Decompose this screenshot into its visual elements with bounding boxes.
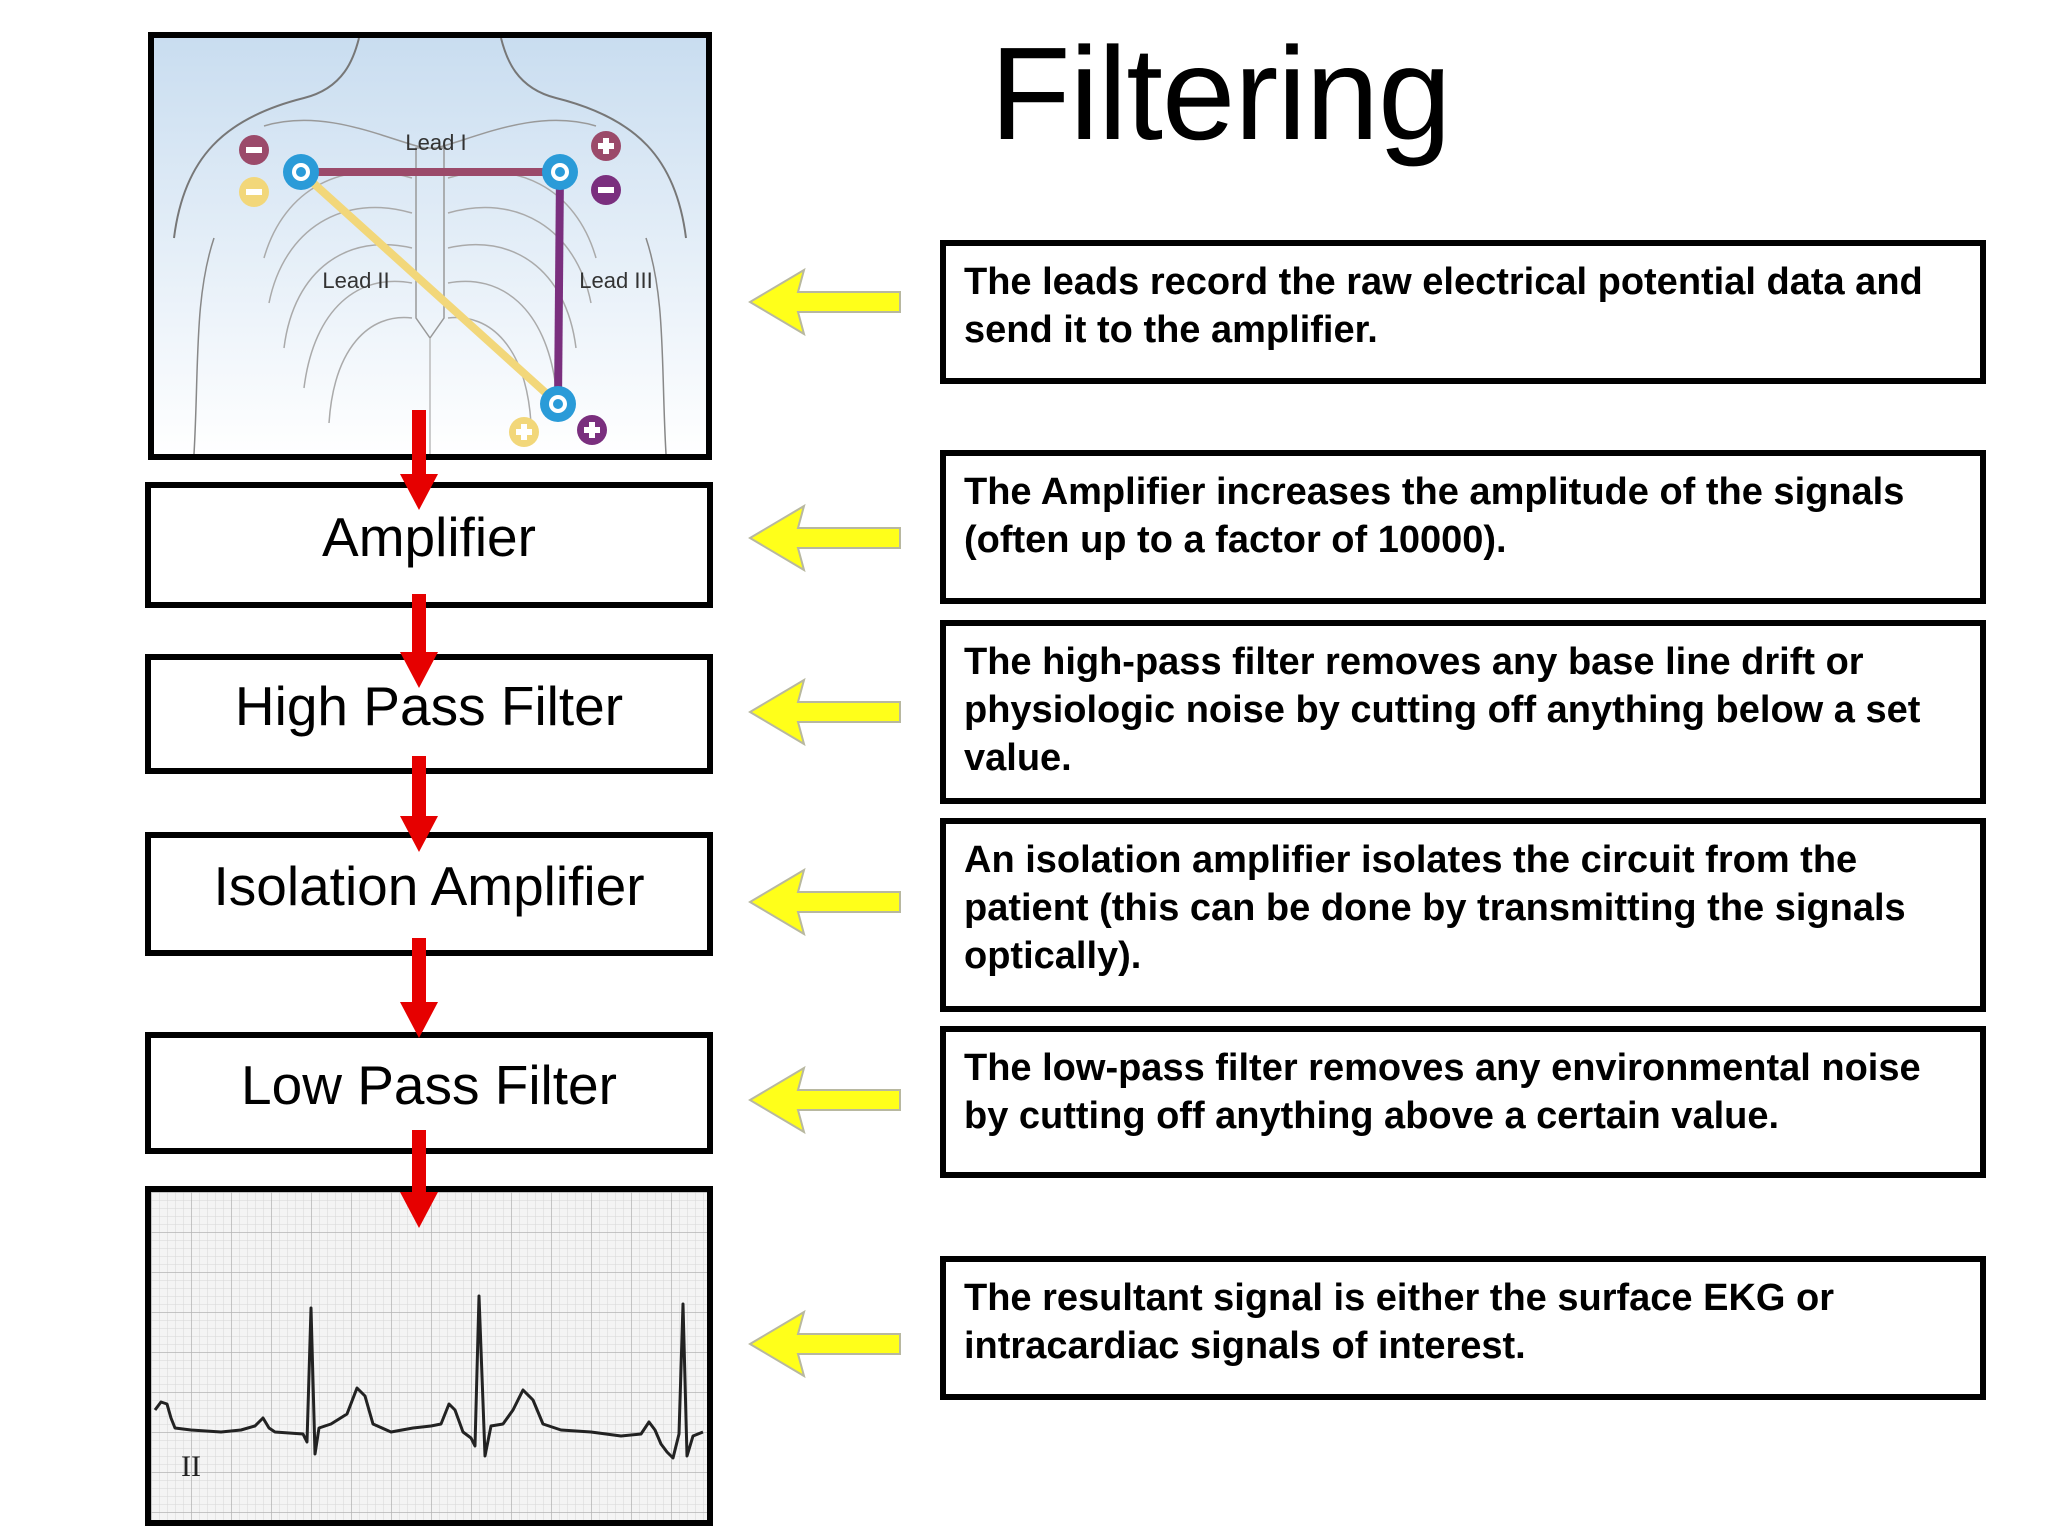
electrode-left-arm xyxy=(542,154,578,190)
plus-icon xyxy=(509,417,539,447)
pointer-arrow-left-icon xyxy=(748,1065,901,1135)
ekg-trace xyxy=(153,1294,704,1460)
description-low-pass-filter: The low-pass filter removes any environm… xyxy=(940,1026,1986,1178)
torso-illustration: Lead I Lead II Lead III xyxy=(154,38,706,454)
minus-icon xyxy=(239,177,269,207)
minus-icon xyxy=(239,135,269,165)
electrode-left-leg xyxy=(540,386,576,422)
ekg-strip: II xyxy=(145,1186,713,1526)
flow-arrow-down-icon xyxy=(400,938,438,1038)
flow-arrow-down-icon xyxy=(400,594,438,688)
pointer-arrow-left-icon xyxy=(748,867,901,937)
ekg-trace-illustration: II xyxy=(151,1192,707,1520)
description-leads: The leads record the raw electrical pote… xyxy=(940,240,1986,384)
description-result: The resultant signal is either the surfa… xyxy=(940,1256,1986,1400)
plus-icon xyxy=(577,415,607,445)
stage-amplifier: Amplifier xyxy=(145,482,713,608)
pointer-arrow-left-icon xyxy=(748,1309,901,1379)
stage-label: Isolation Amplifier xyxy=(213,855,645,917)
ekg-lead-label: II xyxy=(181,1450,201,1483)
stage-isolation-amplifier: Isolation Amplifier xyxy=(145,832,713,956)
stage-label: Amplifier xyxy=(322,506,536,568)
flow-arrow-down-icon xyxy=(400,410,438,510)
flow-arrow-down-icon xyxy=(400,756,438,852)
lead-I-label: Lead I xyxy=(405,130,466,155)
plus-icon xyxy=(591,131,621,161)
lead-II-label: Lead II xyxy=(322,268,389,293)
stage-label: High Pass Filter xyxy=(234,675,624,737)
lead-II-line xyxy=(298,169,561,407)
description-high-pass-filter: The high-pass filter removes any base li… xyxy=(940,620,1986,804)
electrode-right-arm xyxy=(283,154,319,190)
lead-III-label: Lead III xyxy=(579,268,652,293)
description-isolation-amplifier: An isolation amplifier isolates the circ… xyxy=(940,818,1986,1012)
pointer-arrow-left-icon xyxy=(748,267,901,337)
description-amplifier: The Amplifier increases the amplitude of… xyxy=(940,450,1986,604)
stage-low-pass-filter: Low Pass Filter xyxy=(145,1032,713,1154)
stage-label: Low Pass Filter xyxy=(241,1054,617,1116)
pointer-arrow-left-icon xyxy=(748,503,901,573)
page-title: Filtering xyxy=(990,20,1451,167)
flow-arrow-down-icon xyxy=(400,1130,438,1228)
lead-III-line xyxy=(554,171,564,405)
minus-icon xyxy=(591,175,621,205)
leads-diagram: Lead I Lead II Lead III xyxy=(148,32,712,460)
pointer-arrow-left-icon xyxy=(748,677,901,747)
